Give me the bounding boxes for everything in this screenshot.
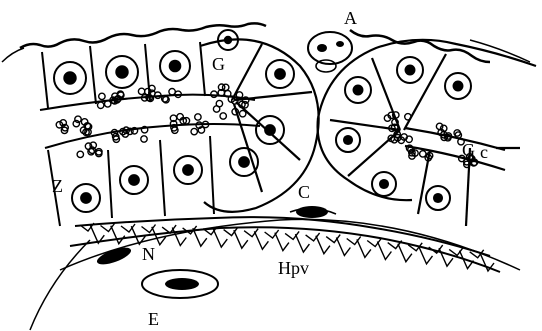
granule bbox=[138, 88, 144, 94]
granule bbox=[216, 100, 222, 106]
hatch-mark bbox=[172, 228, 186, 246]
granule bbox=[240, 111, 246, 117]
nucleolus bbox=[264, 124, 276, 136]
label-hpv: Hpv bbox=[278, 258, 309, 278]
label-a: A bbox=[344, 8, 357, 28]
nucleolus bbox=[128, 174, 140, 186]
nucleolus bbox=[169, 60, 182, 73]
hatch-mark bbox=[152, 227, 166, 245]
hatch-mark bbox=[234, 230, 248, 248]
left-lower-wall-1 bbox=[108, 150, 112, 218]
cell-n-body bbox=[95, 244, 133, 268]
nucleolus bbox=[115, 65, 128, 78]
left-wall-4 bbox=[200, 42, 205, 96]
nucleolus bbox=[453, 81, 464, 92]
nucleolus bbox=[353, 85, 364, 96]
cell-a-body bbox=[308, 32, 352, 64]
right-spoke-2 bbox=[330, 120, 400, 130]
granule bbox=[191, 128, 197, 134]
hatch-mark bbox=[111, 226, 125, 244]
nucleolus bbox=[433, 193, 443, 203]
nucleolus bbox=[182, 164, 194, 176]
nucleolus bbox=[224, 36, 232, 44]
granule bbox=[99, 93, 105, 99]
label-c-small: c bbox=[480, 142, 488, 162]
label-e: E bbox=[148, 309, 159, 329]
granule bbox=[141, 136, 147, 142]
right-lumen-lower bbox=[405, 146, 505, 170]
nucleolus bbox=[238, 156, 250, 168]
granule bbox=[98, 102, 104, 108]
nucleolus bbox=[63, 71, 76, 84]
hatch-mark bbox=[213, 229, 227, 247]
granule bbox=[77, 151, 83, 157]
nucleolus bbox=[405, 65, 416, 76]
granule bbox=[195, 114, 201, 120]
granule bbox=[223, 84, 229, 90]
nucleolus bbox=[274, 68, 286, 80]
left-lower-wall-3 bbox=[210, 136, 214, 214]
left-wall-1 bbox=[42, 52, 48, 108]
granule bbox=[220, 113, 226, 119]
rosette-spoke-2 bbox=[235, 92, 312, 100]
cell-a-nucleus-left bbox=[317, 44, 327, 52]
nucleolus bbox=[80, 192, 92, 204]
cell-a-nucleus-right bbox=[336, 41, 344, 47]
granule bbox=[420, 151, 426, 157]
label-g-left: G bbox=[212, 54, 225, 74]
label-g-right: G bbox=[462, 140, 475, 160]
endothelial-cell bbox=[142, 270, 218, 298]
left-tail-line bbox=[30, 240, 90, 330]
label-n: N bbox=[142, 244, 155, 264]
left-lower-wall-2 bbox=[160, 140, 165, 216]
rosette-spoke-1 bbox=[232, 44, 262, 100]
nucleolus bbox=[379, 179, 389, 189]
cell-a-lower bbox=[316, 60, 336, 72]
label-z: Z bbox=[52, 176, 63, 196]
label-c: C bbox=[298, 182, 310, 202]
granule bbox=[454, 130, 460, 136]
granule bbox=[105, 101, 111, 107]
lumen-lower-line bbox=[45, 124, 260, 148]
endothelial-nucleus bbox=[165, 278, 199, 290]
left-top-curve bbox=[2, 48, 24, 62]
left-wall-2 bbox=[90, 46, 96, 104]
nucleolus bbox=[343, 135, 353, 145]
